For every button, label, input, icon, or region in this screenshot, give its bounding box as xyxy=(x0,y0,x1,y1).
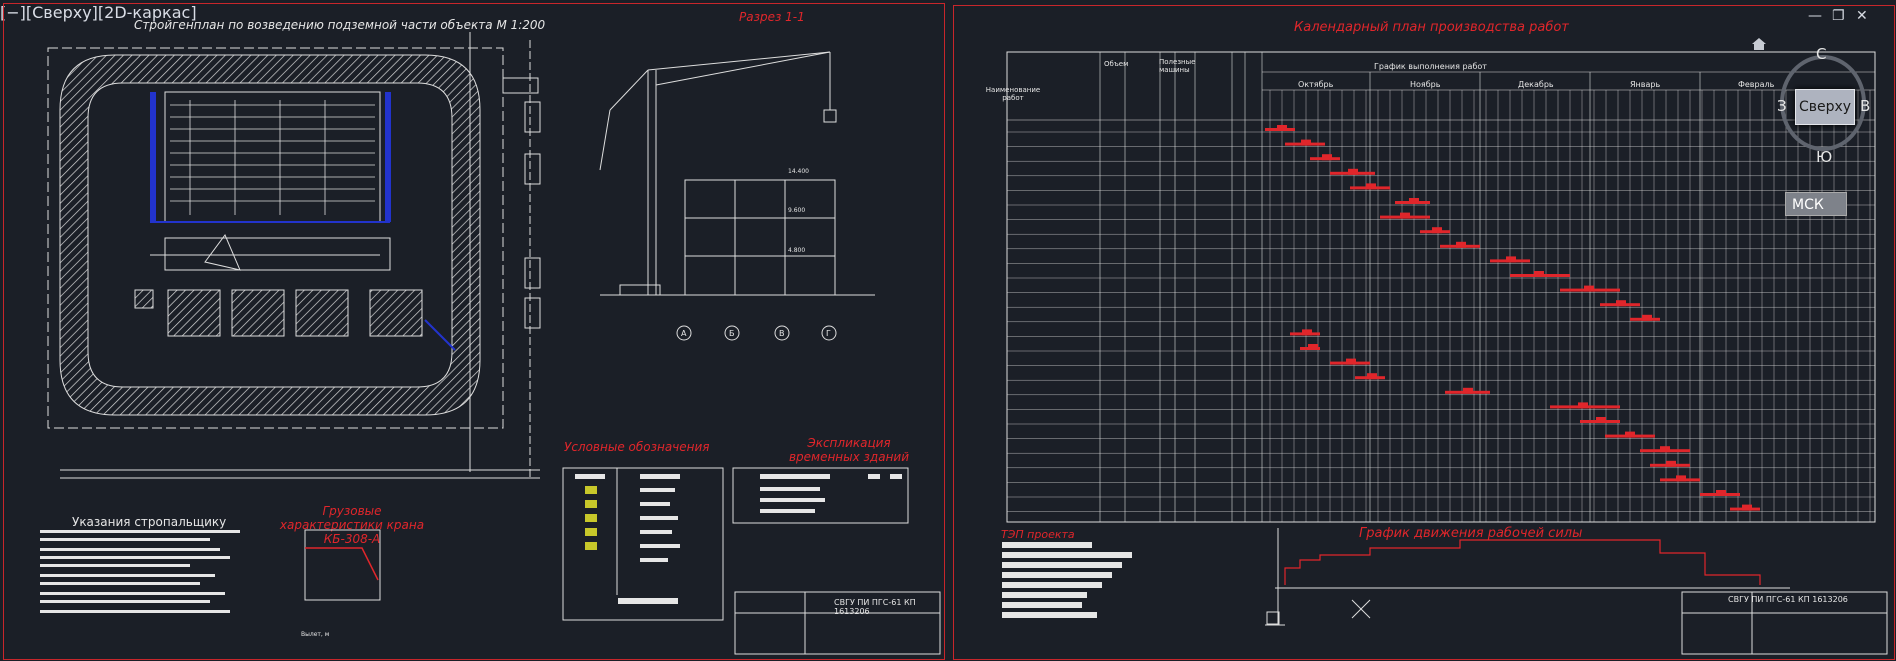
elevation-1: 14.400 xyxy=(788,168,809,175)
gantt-marker xyxy=(1584,285,1594,292)
gantt-marker xyxy=(1625,431,1635,438)
section-label: Разрез 1-1 xyxy=(739,10,805,24)
notes-title: Указания стропальщику xyxy=(72,515,227,529)
axis-b: Б xyxy=(729,329,735,338)
col-name: Наименование работ xyxy=(985,86,1041,102)
gantt-marker xyxy=(1742,504,1752,511)
tep-title: ТЭП проекта xyxy=(1001,528,1075,541)
compass-west[interactable]: З xyxy=(1777,97,1787,115)
gantt-marker xyxy=(1432,227,1442,234)
gantt-marker xyxy=(1716,490,1726,496)
elevation-2: 9.600 xyxy=(788,207,806,214)
gantt-marker xyxy=(1596,417,1606,423)
col-volume: Объем xyxy=(1104,60,1129,68)
gantt-marker xyxy=(1348,168,1358,175)
gantt-marker xyxy=(1642,314,1652,321)
gantt-marker xyxy=(1301,139,1311,146)
viewcube[interactable]: С Ю З В Сверху xyxy=(1777,45,1871,166)
gantt-marker xyxy=(1534,271,1544,277)
gantt-marker xyxy=(1506,256,1516,263)
gantt-marker xyxy=(1463,387,1473,394)
gantt-marker xyxy=(1409,198,1419,204)
drawing-sheet-left: Стройгенплан по возведению подземной час… xyxy=(3,3,945,660)
gantt-marker xyxy=(1578,402,1588,409)
gantt-marker xyxy=(1366,183,1376,190)
gantt-marker xyxy=(1456,241,1466,248)
compass-east[interactable]: В xyxy=(1860,97,1871,115)
schedule-title: Календарный план производства работ xyxy=(1294,20,1569,35)
col-schedule: График выполнения работ xyxy=(1374,62,1487,71)
crane-chart-xlabel: Вылет, м xyxy=(301,631,330,638)
gantt-marker xyxy=(1676,475,1686,482)
gantt-marker xyxy=(1277,125,1287,131)
workforce-title: График движения рабочей силы xyxy=(1359,526,1583,541)
viewport-label[interactable]: [−][Сверху][2D-каркас] xyxy=(0,3,197,22)
restore-icon[interactable]: ❐ xyxy=(1832,8,1845,24)
gantt-marker xyxy=(1616,300,1626,307)
gantt-marker xyxy=(1400,212,1410,219)
crane-chart-title: Грузовые характеристики крана КБ-308-А xyxy=(279,504,425,546)
axis-v: В xyxy=(779,329,785,338)
home-icon[interactable] xyxy=(1751,37,1767,51)
month-dec: Декабрь xyxy=(1518,80,1554,89)
axis-g: Г xyxy=(826,329,831,338)
ucs-button[interactable]: МСК xyxy=(1785,192,1847,216)
drawing-sheet-right: Календарный план производства работ Граф… xyxy=(953,5,1895,660)
gantt-marker xyxy=(1308,344,1318,350)
gantt-marker xyxy=(1302,329,1312,336)
compass-north[interactable]: С xyxy=(1816,45,1827,63)
month-jan: Январь xyxy=(1630,80,1661,89)
elevation-3: 4.800 xyxy=(788,247,806,254)
legend-title: Условные обозначения xyxy=(564,440,710,454)
site-plan-title: Стройгенплан по возведению подземной час… xyxy=(134,18,546,32)
gantt-marker xyxy=(1660,446,1670,453)
gantt-marker xyxy=(1322,154,1332,161)
gantt-marker xyxy=(1666,460,1676,467)
viewcube-ring[interactable] xyxy=(1780,55,1866,151)
month-feb: Февраль xyxy=(1738,80,1775,89)
minimize-icon[interactable]: — xyxy=(1808,8,1822,24)
month-nov: Ноябрь xyxy=(1410,80,1441,89)
gantt-marker xyxy=(1346,358,1356,365)
stamp-code-right: СВГУ ПИ ПГС-61 КП 1613206 xyxy=(1728,595,1848,604)
close-icon[interactable]: ✕ xyxy=(1856,8,1868,24)
col-machines: Полезные машины xyxy=(1159,58,1196,74)
month-oct: Октябрь xyxy=(1298,80,1334,89)
viewcube-top-face[interactable]: Сверху xyxy=(1795,89,1855,125)
stamp-code-left: СВГУ ПИ ПГС-61 КП 1613206 xyxy=(834,598,916,616)
axis-a: А xyxy=(681,329,687,338)
gantt-marker xyxy=(1367,373,1377,380)
explication-title: Экспликация временных зданий xyxy=(788,436,910,464)
compass-south[interactable]: Ю xyxy=(1816,148,1833,166)
